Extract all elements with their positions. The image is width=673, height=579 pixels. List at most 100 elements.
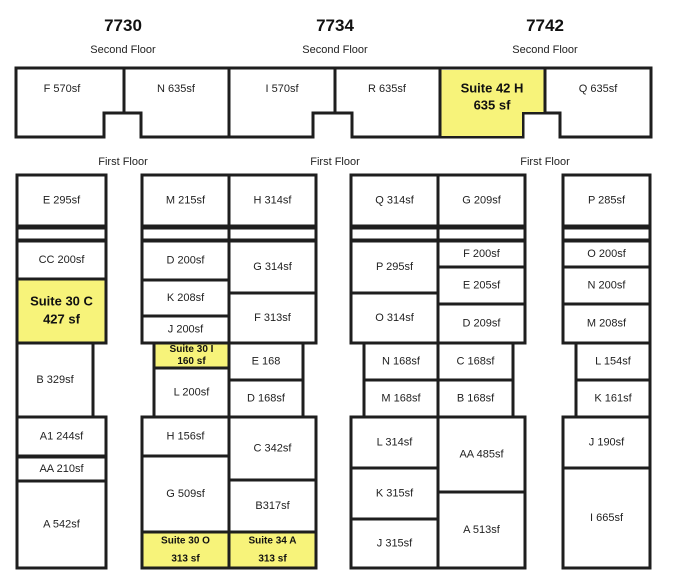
room [436, 415, 527, 494]
room-label: A1 244sf [40, 430, 84, 442]
room-label: K 161sf [594, 392, 632, 404]
room [140, 454, 231, 534]
room-label: H 314sf [254, 194, 293, 206]
room [227, 239, 318, 295]
second-floor-plan: F 570sf N 635sf I 570sf R 635sf Suite 42… [14, 66, 653, 139]
corridor-strip [349, 226, 440, 242]
room-label: F 200sf [463, 248, 501, 260]
room-label: M 168sf [381, 392, 421, 404]
room-label: D 168sf [247, 392, 286, 404]
room-label: J 200sf [168, 323, 204, 335]
room-label: A 513sf [463, 524, 501, 536]
suite-42h-highlight [441, 70, 544, 136]
room-label: Q 314sf [375, 194, 414, 206]
room [349, 173, 440, 228]
building-7730-label: 7730 [104, 16, 142, 35]
room [574, 378, 652, 419]
second-floor-label: Second Floor [512, 44, 578, 56]
room [349, 239, 440, 295]
suite-highlight [152, 341, 231, 370]
room-label: L 314sf [377, 436, 414, 448]
room [15, 455, 108, 483]
room [227, 173, 318, 228]
room-label: B 168sf [457, 392, 495, 404]
room [436, 239, 527, 269]
corridor-strip [561, 226, 652, 242]
suite-42h-label: Suite 42 H [461, 80, 524, 95]
suite-highlight [227, 530, 318, 570]
room-label: J 190sf [589, 436, 625, 448]
room [15, 479, 108, 570]
room-label: N 635sf [157, 83, 196, 95]
room-label: I 570sf [265, 83, 299, 95]
room-label: K 315sf [376, 487, 414, 499]
room [15, 173, 108, 228]
room [227, 378, 305, 419]
room-label: I 665sf [590, 512, 624, 524]
room [561, 415, 652, 470]
room-label: H 156sf [167, 430, 206, 442]
suite-label: Suite 30 O [161, 536, 210, 547]
room-label: C 342sf [254, 442, 293, 454]
suite-size: 313 sf [171, 554, 200, 565]
suite-label: Suite 30 C [30, 293, 93, 308]
room-label: G 209sf [462, 194, 501, 206]
room-label: J 315sf [377, 537, 413, 549]
building-7734-label: 7734 [316, 16, 354, 35]
room [561, 466, 652, 570]
room-label: B 329sf [36, 374, 74, 386]
suite-size: 427 sf [43, 311, 81, 326]
room [436, 265, 527, 306]
suite-highlight [15, 277, 108, 345]
suite-size: 160 sf [177, 356, 206, 367]
room [436, 173, 527, 228]
room [15, 341, 95, 419]
corridor-strip [227, 226, 318, 242]
suite-42h-size: 635 sf [474, 97, 512, 112]
room-label: F 570sf [44, 83, 82, 95]
room-label: AA 485sf [459, 448, 504, 460]
room-label: A 542sf [43, 518, 81, 530]
room-label: AA 210sf [39, 463, 84, 475]
room-label: CC 200sf [39, 254, 86, 266]
room [227, 415, 318, 482]
suite-label: Suite 30 I [170, 344, 214, 355]
room-label: D 200sf [167, 254, 206, 266]
room-label: G 314sf [253, 261, 292, 273]
first-floor-label: First Floor [310, 156, 360, 168]
suite-size: 313 sf [258, 554, 287, 565]
building-7742-label: 7742 [526, 16, 564, 35]
room-label: P 295sf [376, 261, 414, 273]
room-label: E 205sf [463, 279, 501, 291]
room-label: B317sf [255, 500, 290, 512]
room-label: O 200sf [587, 248, 626, 260]
corridor-strip [15, 226, 108, 242]
room [349, 517, 440, 570]
room [436, 341, 515, 382]
room [561, 239, 652, 269]
suite-label: Suite 34 A [249, 536, 297, 547]
room-label: D 209sf [463, 317, 502, 329]
room-label: L 200sf [174, 386, 211, 398]
room-label: G 509sf [166, 488, 205, 500]
room-label: P 285sf [588, 194, 626, 206]
second-floor-label: Second Floor [302, 44, 368, 56]
room [15, 415, 108, 458]
room-label: L 154sf [595, 355, 632, 367]
room-label: M 215sf [166, 194, 206, 206]
room [15, 239, 108, 281]
first-floor-label: First Floor [98, 156, 148, 168]
room-label: R 635sf [368, 83, 407, 95]
room [436, 490, 527, 570]
room-label: E 295sf [43, 194, 81, 206]
room [561, 173, 652, 228]
room-label: Q 635sf [579, 83, 618, 95]
room-label: N 168sf [382, 355, 421, 367]
room-label: C 168sf [457, 355, 496, 367]
room-label: F 313sf [254, 312, 292, 324]
second-floor-label: Second Floor [90, 44, 156, 56]
room-label: K 208sf [167, 292, 205, 304]
room-label: M 208sf [587, 317, 627, 329]
